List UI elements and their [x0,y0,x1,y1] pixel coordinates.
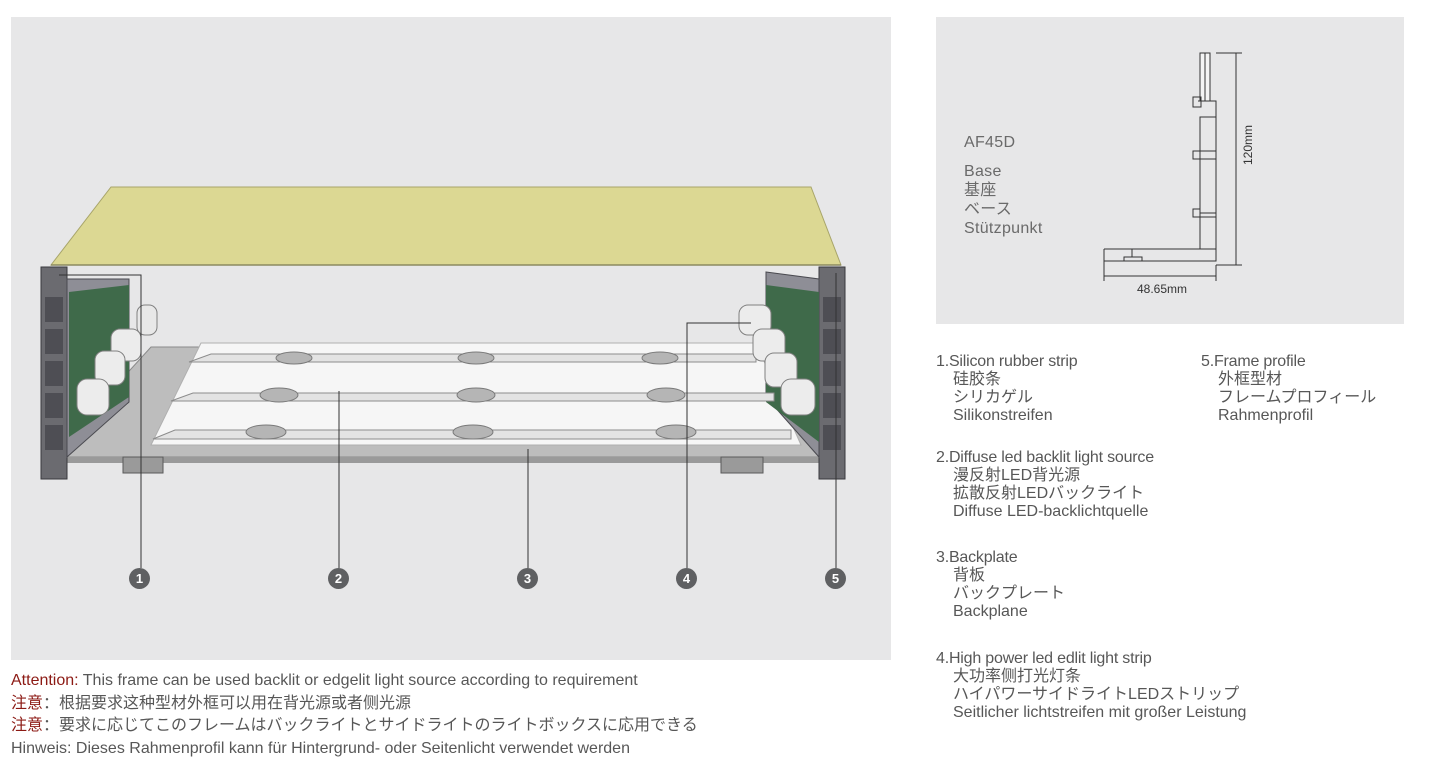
legend-line: 硅胶条 [953,371,1002,388]
led-strip-row-2 [170,387,775,403]
note-ja: 注意：要求に応じてこのフレームはバックライトとサイドライトのライトボックスに応用… [11,715,698,738]
profile-name-zh: 基座 [964,182,997,199]
legend-line: 背板 [953,567,986,584]
profile-section-panel: 120mm 48.65mm AF45D Base 基座 ベース Stützpun… [936,17,1404,324]
profile-outline [1103,52,1242,281]
profile-text: AF45D Base 基座 ベース Stützpunkt [964,133,1043,238]
note-de: Hinweis: Dieses Rahmenprofil kann für Hi… [11,739,630,757]
profile-drawing: 120mm 48.65mm [1103,52,1255,296]
callout-1: 1 [129,568,150,589]
note-text: ：根据要求这种型材外框可以用在背光源或者侧光源 [43,694,412,712]
note-label: 注意 [11,717,44,734]
legend-line: Seitlicher lichtstreifen mit großer Leis… [953,704,1247,721]
legend-item-3: 3.Backplate 背板 バックプレート Backplane [936,549,1065,621]
note-text: This frame can be used backlit or edgeli… [78,672,638,689]
legend-line: 漫反射LED背光源 [953,467,1081,484]
callout-2: 2 [328,568,349,589]
profile-name-de: Stützpunkt [964,220,1043,237]
callout-leaders [59,273,837,568]
legend-item-1: 1.Silicon rubber strip 硅胶条 シリカゲル Silikon… [936,353,1078,425]
note-label: Attention: [11,672,79,689]
legend-item-4: 4.High power led edlit light strip 大功率侧打… [936,650,1246,722]
legend-line: Diffuse LED-backlichtquelle [953,503,1149,520]
front-face [49,186,842,266]
note-zh: 注意：根据要求这种型材外框可以用在背光源或者侧光源 [11,693,698,716]
note-text: ：要求に応じてこのフレームはバックライトとサイドライトのライトボックスに応用でき… [43,717,698,734]
legend-title: 3.Backplate [936,549,1018,566]
legend-line: シリカゲル [953,389,1034,406]
legend-line: 大功率侧打光灯条 [953,668,1082,685]
backplate-edge [51,457,831,463]
edge-leds-left [76,304,158,416]
legend-title: 1.Silicon rubber strip [936,353,1078,370]
legend-line: Silikonstreifen [953,407,1053,424]
note-label: 注意 [11,694,44,712]
legend-line: 拡散反射LEDバックライト [953,485,1145,502]
width-dimension-label: 48.65mm [1137,282,1187,296]
legend-line: バックプレート [953,585,1066,602]
edge-leds-right [738,304,816,416]
legend-item-2: 2.Diffuse led backlit light source 漫反射LE… [936,449,1154,521]
profile-code: AF45D [964,134,1016,151]
legend-title: 4.High power led edlit light strip [936,650,1152,667]
legend-line: ハイパワーサイドライトLEDストリップ [953,686,1240,703]
legend-line: フレームプロフィール [1218,389,1377,406]
lightbox-diagram: 1 2 3 4 5 [11,17,891,660]
legend-line: Backplane [953,603,1028,620]
led-strip-row-3 [152,424,792,440]
legend-title: 5.Frame profile [1201,353,1306,370]
led-strip-row-1 [188,351,757,365]
note-en: Attention: This frame can be used backli… [11,670,698,693]
attention-notes: Attention: This frame can be used backli… [11,670,698,760]
profile-name-en: Base [964,163,1002,180]
lightbox-illustration [40,186,846,568]
callout-5: 5 [825,568,846,589]
legend-title: 2.Diffuse led backlit light source [936,449,1154,466]
callout-3: 3 [517,568,538,589]
legend-item-5: 5.Frame profile 外框型材 フレームプロフィール Rahmenpr… [1201,353,1376,425]
height-dimension-label: 120mm [1241,125,1255,165]
legend-line: 外框型材 [1218,371,1283,388]
legend-line: Rahmenprofil [1218,407,1314,424]
callout-4: 4 [676,568,697,589]
profile-name-ja: ベース [964,201,1013,218]
